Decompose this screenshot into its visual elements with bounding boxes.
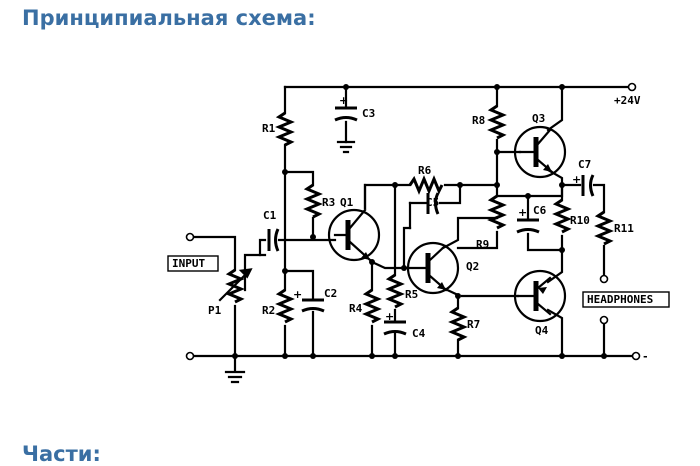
label-supply: +24V	[614, 94, 641, 107]
resistor-r6	[408, 175, 444, 195]
transistor-q4	[513, 269, 567, 323]
label-r11: R11	[614, 222, 634, 235]
wires	[188, 85, 636, 384]
label-r1: R1	[262, 122, 276, 135]
label-r10: R10	[570, 214, 590, 227]
resistor-r1	[275, 111, 295, 147]
label-q4: Q4	[535, 324, 549, 337]
label-c3: C3	[362, 107, 375, 120]
label-input: INPUT	[172, 257, 205, 270]
resistor-r8	[487, 104, 507, 140]
ground-input-terminal	[185, 351, 195, 361]
input-label-box	[167, 255, 219, 272]
resistor-r11	[594, 210, 614, 246]
label-p1: P1	[208, 304, 222, 317]
label-r7: R7	[467, 318, 480, 331]
label-q3: Q3	[532, 112, 545, 125]
resistor-r3	[303, 183, 323, 219]
resistor-r5	[385, 273, 405, 309]
transistor-q2	[402, 241, 460, 295]
headphone-terminal-bottom	[599, 315, 609, 325]
resistor-r9	[487, 194, 507, 230]
label-r2: R2	[262, 304, 275, 317]
label-c4: C4	[412, 327, 426, 340]
capacitor-c7	[581, 174, 595, 197]
resistors	[218, 104, 614, 342]
parts-heading: Части:	[22, 442, 101, 466]
label-c6: C6	[533, 204, 547, 217]
capacitor-c6	[516, 218, 540, 234]
polarity-c2: +	[293, 288, 302, 301]
junctions	[232, 84, 607, 359]
resistor-r2	[275, 288, 295, 324]
component-labels: R1 R2 R3 R4 R5 R6 R7 R8 R9 R10 R11 C1 C2…	[172, 94, 653, 363]
label-q2: Q2	[466, 260, 479, 273]
polarity-c4: +	[385, 310, 394, 323]
capacitor-c2	[301, 298, 325, 313]
headphone-terminal-top	[599, 274, 609, 284]
polarity-c7: +	[572, 173, 581, 186]
resistor-r10	[552, 198, 572, 234]
transistors	[327, 125, 567, 323]
label-c5: C5	[426, 196, 439, 209]
label-headphones: HEADPHONES	[587, 293, 653, 306]
label-c7: C7	[578, 158, 591, 171]
transistor-q3	[513, 125, 567, 179]
label-c1: C1	[263, 209, 277, 222]
label-q1: Q1	[340, 196, 354, 209]
label-r4: R4	[349, 302, 363, 315]
schematic-heading: Принципиальная схема:	[22, 6, 316, 30]
supply-terminal	[627, 82, 637, 92]
transistor-q1	[327, 208, 381, 262]
polarity-c6: +	[518, 206, 527, 219]
label-minus: -	[642, 350, 649, 363]
minus-terminal	[631, 351, 641, 361]
input-terminal	[185, 232, 195, 242]
label-r9: R9	[476, 238, 489, 251]
capacitor-c3	[334, 106, 358, 122]
capacitor-c5	[426, 192, 440, 215]
terminals	[185, 82, 641, 361]
label-r6: R6	[418, 164, 432, 177]
label-c2: C2	[324, 287, 337, 300]
label-r3: R3	[322, 196, 335, 209]
headphones-label-box	[582, 291, 670, 308]
label-r5: R5	[405, 288, 418, 301]
capacitor-c4	[383, 320, 407, 336]
resistor-r7	[448, 306, 468, 342]
resistor-r4	[362, 288, 382, 324]
capacitors	[267, 106, 595, 336]
capacitor-c1	[267, 228, 280, 252]
label-r8: R8	[472, 114, 485, 127]
polarity-c3: +	[339, 94, 348, 107]
